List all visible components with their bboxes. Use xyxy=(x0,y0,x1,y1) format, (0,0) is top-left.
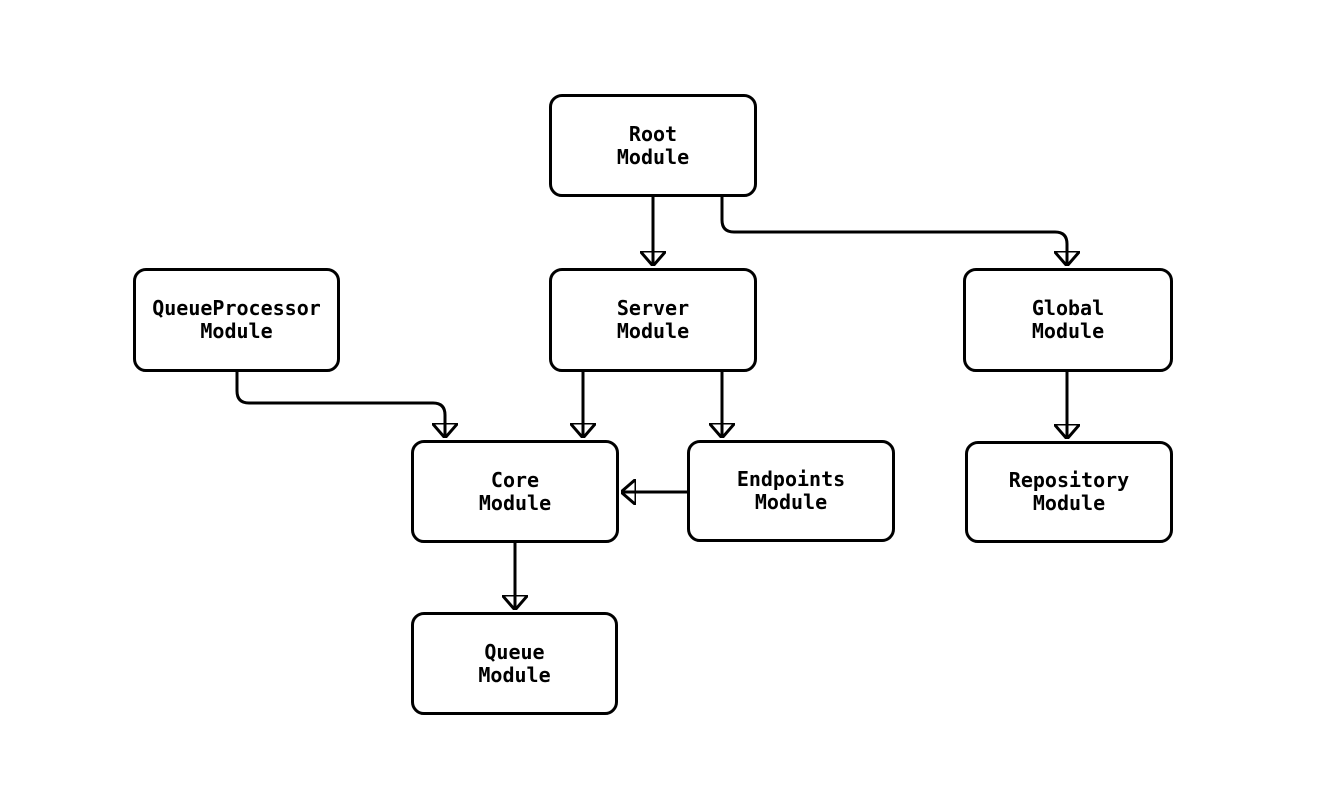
node-label-line2: Module xyxy=(616,144,690,169)
node-label-line1: Endpoints xyxy=(736,467,846,491)
node-label-line2: Module xyxy=(478,662,551,687)
node-label-line1: Root xyxy=(628,121,678,146)
node-label-line2: Module xyxy=(754,490,828,514)
node-server-module: Server Module xyxy=(549,268,757,372)
edge-root-to-global xyxy=(720,197,1067,265)
node-queue-module: Queue Module xyxy=(411,612,618,715)
node-queueprocessor-module: QueueProcessor Module xyxy=(133,268,340,372)
node-label-line2: Module xyxy=(1032,491,1106,515)
node-label-line2: Module xyxy=(616,319,690,343)
node-label-line1: Global xyxy=(1031,296,1105,320)
node-repository-module: Repository Module xyxy=(965,441,1173,543)
node-label-line2: Module xyxy=(1031,319,1105,343)
node-endpoints-module: Endpoints Module xyxy=(687,440,895,542)
node-label-line2: Module xyxy=(478,490,552,515)
node-label-line1: Queue xyxy=(484,639,545,664)
node-label-line1: Core xyxy=(490,467,540,492)
node-label-line1: QueueProcessor xyxy=(152,296,321,320)
node-label-line1: Repository xyxy=(1008,468,1130,492)
node-label-line2: Module xyxy=(200,319,273,343)
node-label-line1: Server xyxy=(616,296,690,320)
node-core-module: Core Module xyxy=(411,440,619,543)
node-global-module: Global Module xyxy=(963,268,1173,372)
edge-queueprocessor-to-core xyxy=(235,372,445,437)
node-root-module: Root Module xyxy=(549,94,757,197)
